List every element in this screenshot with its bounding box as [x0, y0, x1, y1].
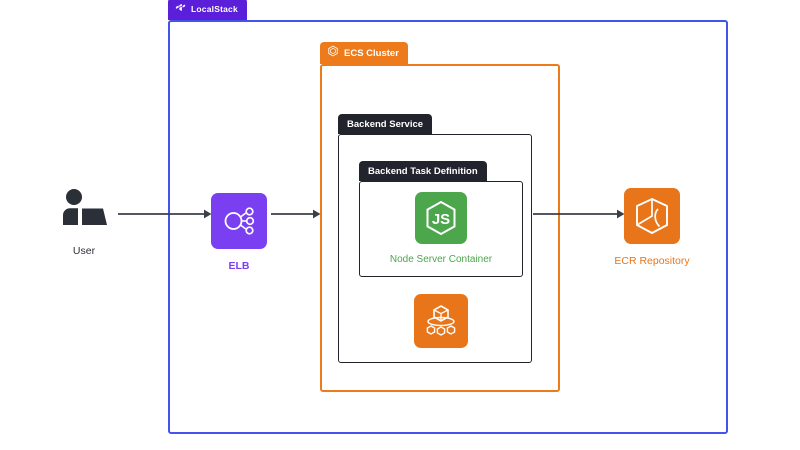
backend-service-boundary: [338, 134, 532, 363]
node-server-container-label: Node Server Container: [389, 254, 493, 265]
ecs-cluster-hexagon-icon: [327, 44, 339, 62]
ecr-container-box-icon: [624, 188, 680, 244]
task-definition-label: Backend Task Definition: [368, 165, 478, 177]
node-elb: ELB: [211, 193, 267, 272]
ecs-cluster-badge: ECS Cluster: [320, 42, 408, 64]
localstack-boundary: [168, 20, 728, 434]
node-server-container: JS Node Server Container: [390, 192, 492, 265]
elb-label: ELB: [228, 260, 250, 272]
node-ecr-repository: ECR Repository: [614, 188, 690, 267]
ecr-repository-label: ECR Repository: [614, 255, 690, 267]
svg-text:JS: JS: [432, 211, 450, 228]
backend-service-label: Backend Service: [347, 118, 424, 130]
localstack-badge: LocalStack: [168, 0, 247, 20]
task-definition-badge: Backend Task Definition: [359, 161, 487, 181]
localstack-label: LocalStack: [191, 4, 238, 14]
user-laptop-icon: [57, 188, 111, 233]
ecs-cluster-label: ECS Cluster: [344, 47, 399, 59]
node-user: User: [54, 188, 114, 257]
nodejs-hexagon-js-icon: JS: [415, 192, 467, 244]
backend-service-badge: Backend Service: [338, 114, 433, 134]
ecs-task-cubes-icon: [414, 294, 468, 348]
elb-loadbalancer-icon: [211, 193, 267, 249]
localstack-logo-icon: [175, 0, 186, 18]
ecs-cluster-boundary: [320, 64, 560, 392]
user-label: User: [72, 245, 96, 257]
task-definition-boundary: [359, 181, 523, 277]
